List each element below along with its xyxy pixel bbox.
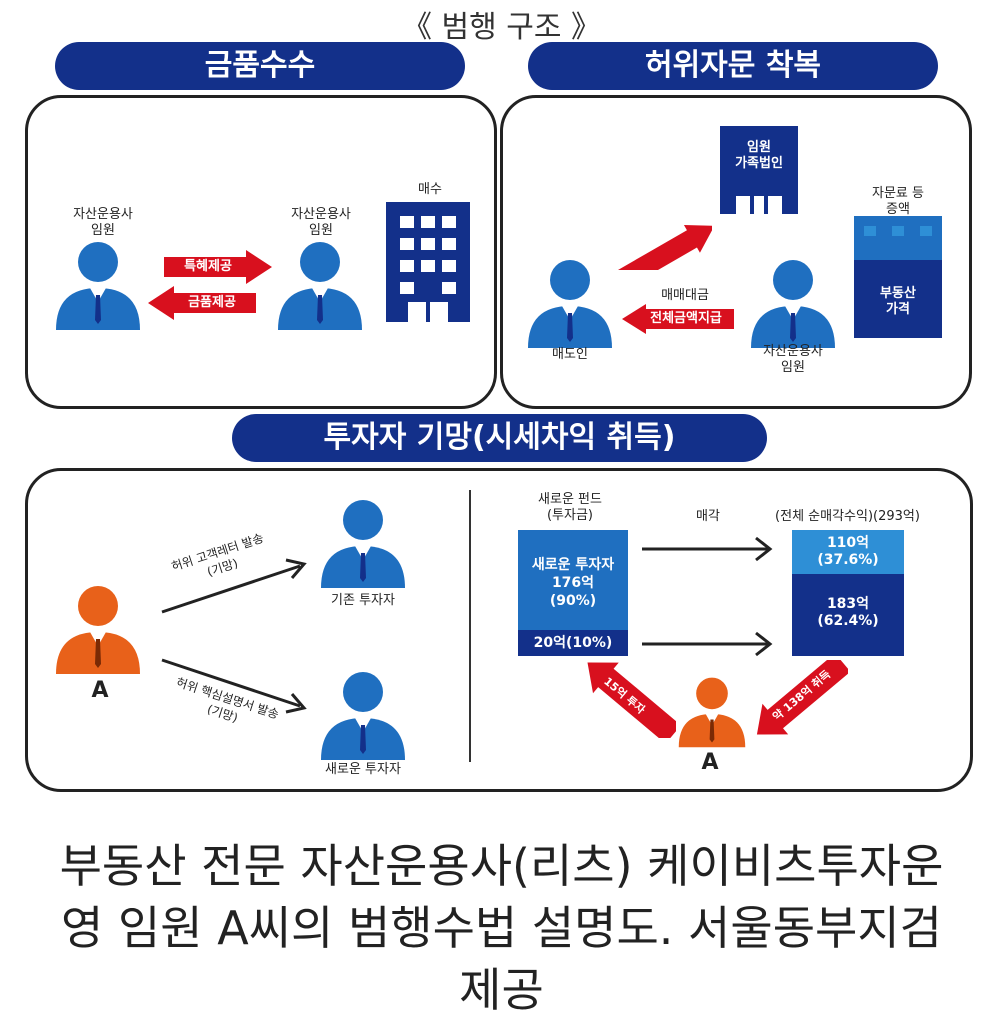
building-icon <box>386 202 470 322</box>
fund-new-investor-block: 새로운 투자자 176억 (90%) <box>518 530 628 630</box>
p2-fee-increase-label: 자문료 등 증액 <box>872 186 924 217</box>
p3-total-profit-label: (전체 순매각수익)(293억) <box>775 509 920 524</box>
p2-arrow-left-label: 전체금액지급 <box>650 311 722 326</box>
invest-arrow-red-icon <box>587 662 676 738</box>
p1-arrow-right-label: 특혜제공 <box>184 259 232 274</box>
section-fake-advisory-header: 허위자문 착복 <box>528 42 938 90</box>
panel-divider <box>469 490 471 762</box>
section-investor-deception-header: 투자자 기망(시세차익 취득) <box>232 414 767 462</box>
p3-new-investor-label: 새로운 투자자 <box>325 762 401 777</box>
p1-arrow-left-label: 금품제공 <box>188 295 236 310</box>
p2-seller-label: 매도인 <box>552 347 588 362</box>
p3-sale-label: 매각 <box>696 509 720 524</box>
photo-caption: 부동산 전문 자산운용사(리츠) 케이비츠투자운 영 임원 A씨의 범행수법 설… <box>59 839 944 1017</box>
person-a-icon <box>56 586 140 674</box>
p3-fund-label: 새로운 펀드 (투자금) <box>538 492 602 523</box>
seller-person-icon <box>528 260 612 348</box>
arrow-up-right-icon <box>161 558 307 614</box>
person-icon <box>56 242 140 330</box>
manager-person-icon <box>751 260 835 348</box>
arrow-left-red-icon <box>148 286 256 320</box>
p3-existing-investor-label: 기존 투자자 <box>331 593 395 608</box>
fee-increase-block <box>854 216 942 260</box>
section-bribery-header: 금품수수 <box>55 42 465 90</box>
p2-real-estate-price-label: 부동산 가격 <box>880 286 916 317</box>
arrow-right-red-icon <box>164 250 272 284</box>
p1-building-label: 매수 <box>418 182 442 197</box>
p3-person-a2-label: A <box>701 750 719 775</box>
existing-investor-icon <box>321 500 405 588</box>
p2-manager-label: 자산운용사 임원 <box>763 344 823 375</box>
p1-person-right-label: 자산운용사 임원 <box>291 207 351 238</box>
person-icon <box>278 242 362 330</box>
window-pattern-icon <box>864 226 932 236</box>
arrow-right-icon <box>642 631 773 657</box>
gain-arrow-red-icon <box>756 660 848 735</box>
diagram-title: 《 범행 구조 》 <box>401 10 601 45</box>
new-investor-icon <box>321 672 405 760</box>
p2-sale-price-label: 매매대금 <box>661 288 709 303</box>
fund-a-share-block: 20억(10%) <box>518 630 628 656</box>
arrow-down-right-icon <box>161 658 307 714</box>
p1-person-left-label: 자산운용사 임원 <box>73 207 133 238</box>
profit-existing-share-block: 110억 (37.6%) <box>792 530 904 574</box>
person-a-icon <box>678 677 746 748</box>
real-estate-price-block <box>854 260 942 338</box>
company-building-icon <box>720 126 798 214</box>
arrow-diagonal-red-icon <box>609 225 712 270</box>
profit-a-share-block: 183억 (62.4%) <box>792 574 904 656</box>
p3-person-a-label: A <box>91 678 109 703</box>
arrow-right-icon <box>642 536 773 562</box>
p2-company-label: 임원 가족법인 <box>735 140 783 171</box>
arrow-left-red-icon <box>622 304 734 334</box>
